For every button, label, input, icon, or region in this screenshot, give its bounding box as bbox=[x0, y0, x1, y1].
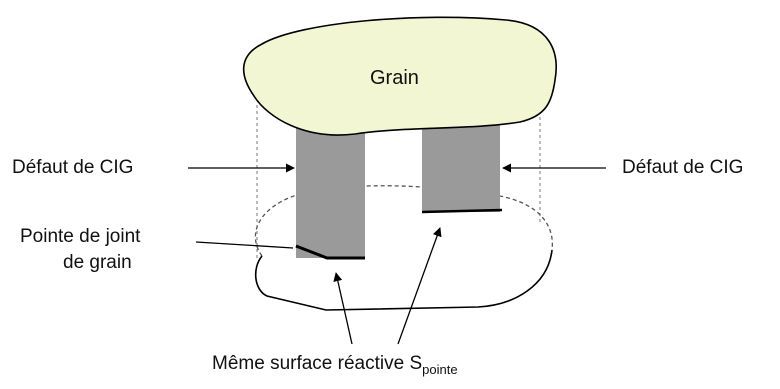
tip-line-left bbox=[295, 244, 365, 260]
grain-top-shape bbox=[242, 16, 557, 136]
defect-column-right bbox=[422, 120, 500, 212]
surface-caption: Même surface réactive Spointe bbox=[212, 353, 458, 377]
surface-caption-main: Même surface réactive S bbox=[212, 353, 423, 374]
tip-line-right bbox=[421, 208, 503, 214]
surface-caption-subscript: pointe bbox=[422, 361, 458, 377]
tip-label-line1: Pointe de joint bbox=[20, 226, 141, 247]
lower-grain-solid-outline bbox=[254, 249, 553, 311]
arrow-tip bbox=[195, 241, 294, 249]
defect-column-left bbox=[296, 118, 365, 258]
defect-label-left: Défaut de CIG bbox=[12, 157, 134, 178]
arrow-surface-left bbox=[333, 272, 353, 345]
tip-label-line2: de grain bbox=[63, 252, 132, 273]
arrow-surface-right bbox=[397, 227, 442, 345]
defect-label-right: Défaut de CIG bbox=[622, 157, 744, 178]
grain-label: Grain bbox=[370, 67, 419, 89]
